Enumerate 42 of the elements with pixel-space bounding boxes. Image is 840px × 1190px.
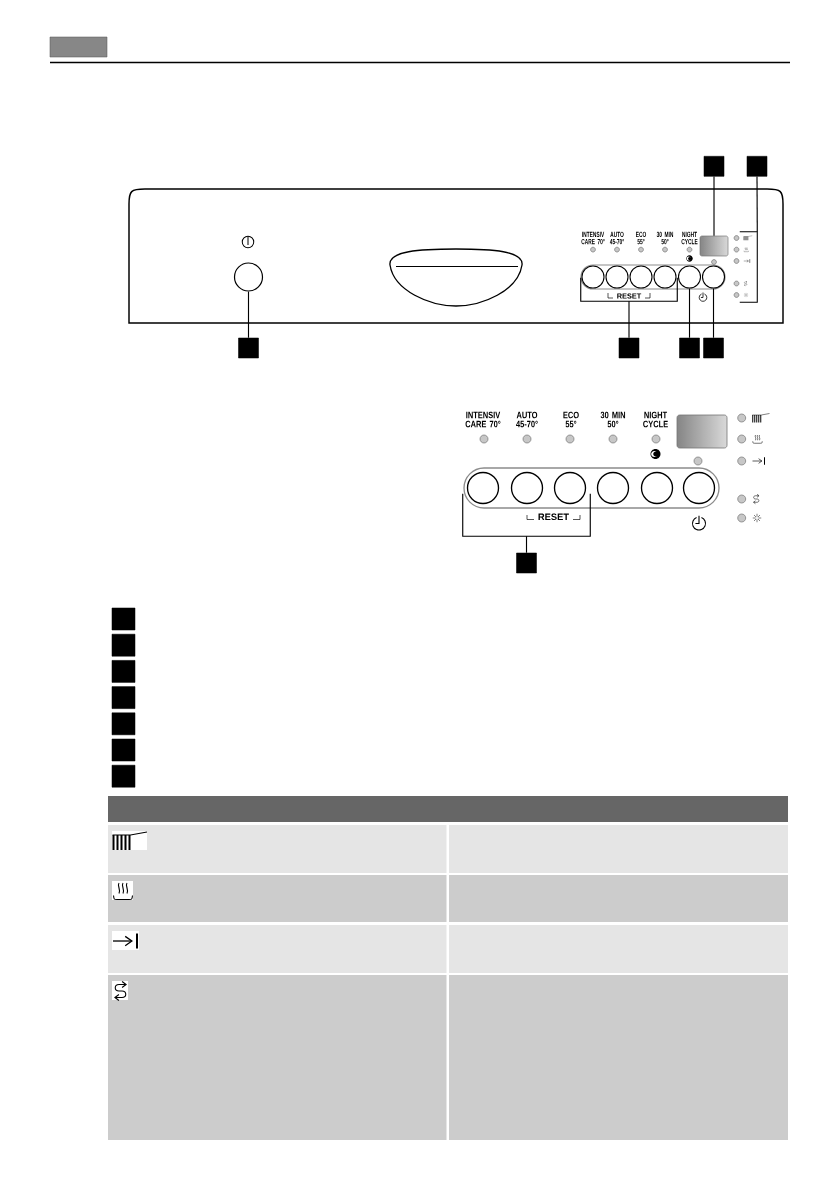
leader-line xyxy=(525,535,528,554)
push-button xyxy=(682,471,716,505)
key-square xyxy=(111,633,136,657)
leader-line xyxy=(247,291,250,339)
key-square xyxy=(111,764,136,788)
push-button xyxy=(596,471,630,505)
display-window xyxy=(699,235,729,257)
callout-square xyxy=(516,552,537,574)
callout-square xyxy=(618,337,640,359)
push-button xyxy=(677,265,702,289)
bracket: RESET xyxy=(462,493,591,537)
callout-square xyxy=(679,337,700,359)
leader-line xyxy=(756,176,758,233)
push-button xyxy=(466,471,500,505)
program-label: ECO 55° xyxy=(563,411,579,428)
key-square xyxy=(111,738,136,762)
bracket xyxy=(739,231,758,303)
callout-square xyxy=(746,156,768,177)
callout-square xyxy=(238,337,259,359)
callout-square xyxy=(703,156,725,177)
push-button xyxy=(629,265,653,289)
program-label: INTENSIV CARE 70° xyxy=(465,411,501,428)
program-label: NIGHT CYCLE xyxy=(643,411,668,428)
callout-square xyxy=(703,337,724,359)
leader-line xyxy=(688,287,691,339)
push-button xyxy=(581,265,605,289)
leader-line xyxy=(628,300,630,339)
key-square xyxy=(111,607,136,631)
key-square xyxy=(111,712,136,736)
program-label: 30 MIN 50° xyxy=(600,411,626,428)
key-square xyxy=(111,686,136,709)
leader-line xyxy=(713,176,715,237)
push-button xyxy=(605,265,629,289)
push-button xyxy=(510,471,544,505)
key-square xyxy=(111,660,136,683)
push-button xyxy=(640,471,674,505)
program-label: AUTO 45-70° xyxy=(516,411,538,428)
power-button xyxy=(233,262,264,292)
leader-line xyxy=(712,287,715,339)
push-button xyxy=(653,265,677,289)
push-button xyxy=(701,265,726,289)
push-button xyxy=(553,471,587,505)
